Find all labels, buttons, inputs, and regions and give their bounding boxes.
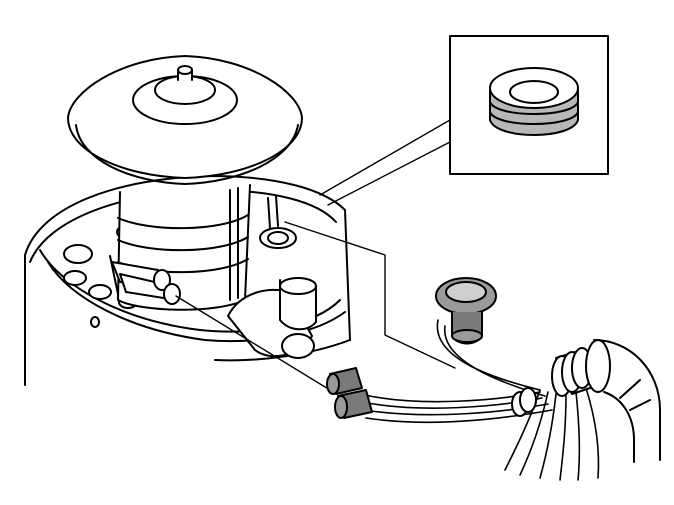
wiring [359,319,600,481]
corrugated-tube [585,339,661,463]
grommet-part [435,277,497,345]
connector-plugs [109,255,181,305]
outlet-pipe [227,277,317,359]
grommet-hole [259,195,297,249]
callout-leaders [175,119,456,391]
top-cap [67,55,303,185]
detail-inset [449,35,609,175]
wire-connectors [326,367,373,419]
grommet-ring-detail [489,67,579,136]
